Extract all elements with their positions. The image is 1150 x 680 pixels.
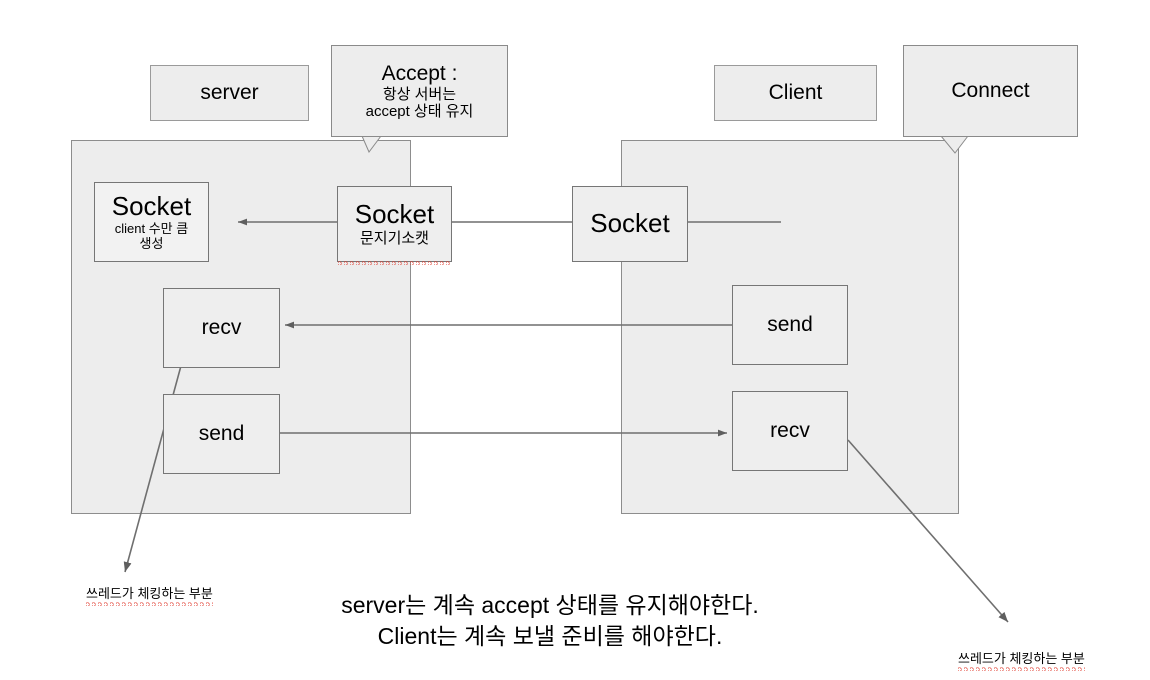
caption-line-2: Client는 계속 보낼 준비를 해야한다.	[377, 623, 723, 650]
gate-socket-sub1: 문지기소캣	[359, 230, 429, 248]
left-thread-note-label: 쓰레드가 체킹하는 부분	[86, 586, 213, 601]
client-header-box: Client	[714, 65, 877, 121]
accept-callout-line2: 항상 서버는	[382, 85, 457, 103]
server-send-label: send	[198, 421, 245, 445]
server-recv-label: recv	[201, 315, 242, 339]
gate-socket-box: Socket 문지기소캣	[337, 186, 452, 262]
right-thread-note-label: 쓰레드가 체킹하는 부분	[958, 651, 1085, 666]
caption-block: server는 계속 accept 상태를 유지해야한다. Client는 계속…	[0, 590, 1100, 652]
connect-callout: Connect	[903, 45, 1078, 137]
server-recv-box: recv	[163, 288, 280, 368]
right-thread-note: 쓰레드가 체킹하는 부분	[958, 648, 1085, 667]
client-socket-box: Socket	[572, 186, 688, 262]
caption-line-1: server는 계속 accept 상태를 유지해야한다.	[341, 592, 759, 618]
gate-socket-title: Socket	[354, 199, 435, 230]
client-recv-box: recv	[732, 391, 848, 471]
server-socket-sub2: 생성	[139, 235, 164, 251]
client-send-box: send	[732, 285, 848, 365]
server-header-label: server	[200, 80, 259, 104]
client-send-label: send	[767, 312, 813, 336]
accept-callout-line3: accept 상태 유지	[365, 103, 474, 121]
client-header-label: Client	[768, 80, 823, 104]
server-socket-box: Socket client 수만 큼 생성	[94, 182, 209, 262]
accept-callout: Accept : 항상 서버는 accept 상태 유지	[331, 45, 508, 137]
left-thread-note: 쓰레드가 체킹하는 부분	[86, 583, 213, 602]
server-socket-title: Socket	[111, 191, 192, 222]
server-socket-sub1: client 수만 큼	[114, 221, 189, 236]
server-send-box: send	[163, 394, 280, 474]
client-socket-label: Socket	[590, 208, 670, 239]
client-recv-label: recv	[770, 418, 810, 442]
server-header-box: server	[150, 65, 309, 121]
connect-callout-title: Connect	[951, 78, 1030, 102]
accept-callout-title: Accept :	[381, 61, 458, 85]
